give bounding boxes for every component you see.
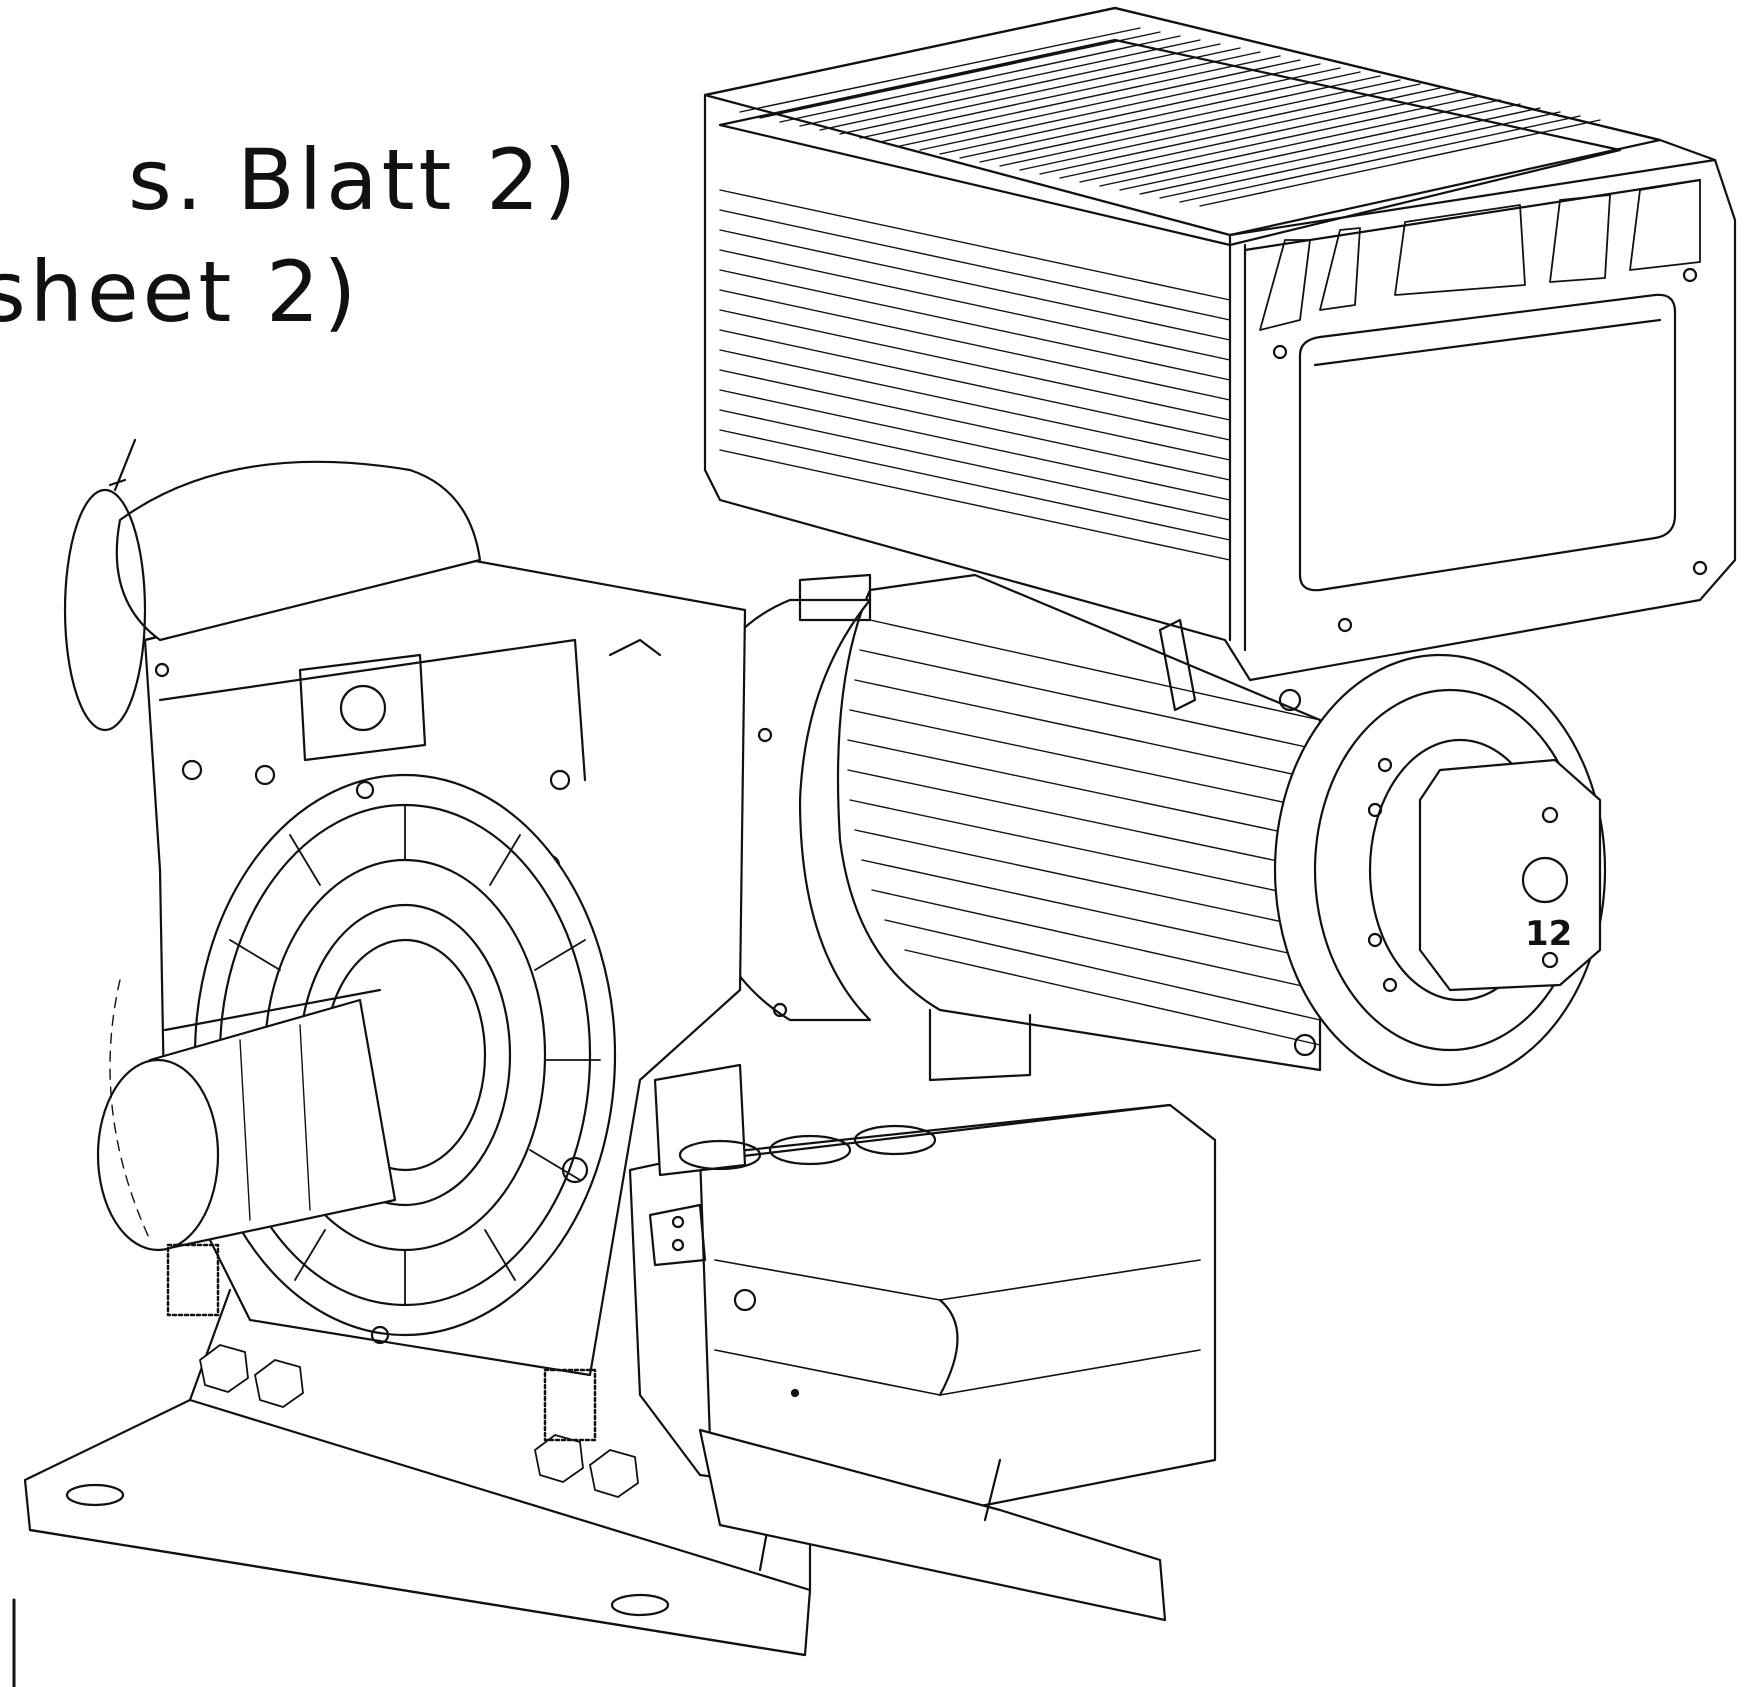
output-shaft (96, 979, 397, 1252)
front-vents (1259, 179, 1701, 331)
caption-german: s. Blatt 2) (128, 131, 581, 229)
control-unit (703, 6, 1737, 682)
side-fins (719, 189, 1231, 561)
terminal-box (628, 1063, 1217, 1512)
sensor-number: 12 (1525, 914, 1572, 954)
top-fins (739, 27, 1601, 207)
caption-english: sheet 2) (0, 243, 361, 341)
base-feet (23, 1243, 1167, 1657)
hex-bolts (199, 1344, 639, 1498)
motor-fins (847, 619, 1321, 1046)
motor: 12 (836, 573, 1607, 1087)
